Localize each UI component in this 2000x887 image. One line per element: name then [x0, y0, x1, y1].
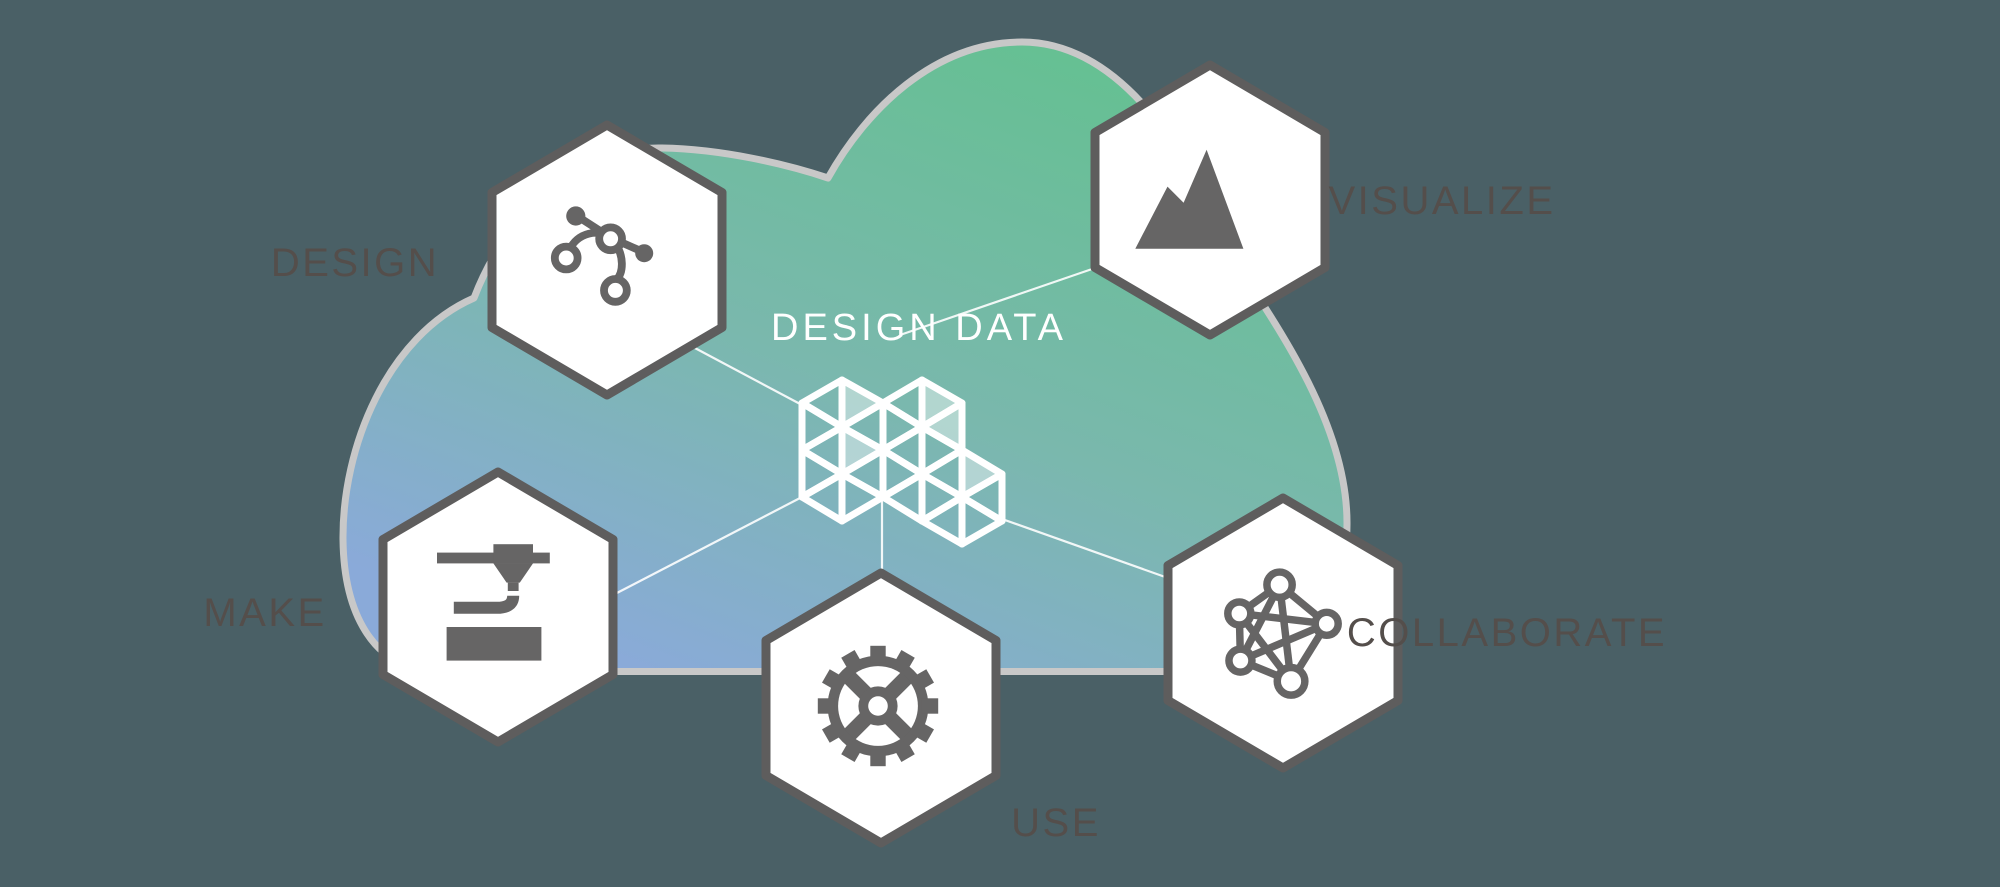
label-visualize: VISUALIZE: [1328, 179, 1555, 223]
design-data-logo: [798, 376, 1006, 548]
bezier-curve-icon: [550, 206, 654, 306]
hexagon-collaborate: [1163, 493, 1403, 773]
label-make: MAKE: [203, 591, 326, 635]
connector-line-make: [612, 496, 803, 596]
mountain-chart-icon: [1135, 149, 1244, 249]
label-design: DESIGN: [271, 241, 439, 285]
connector-line-visualize: [899, 266, 1096, 337]
hexagon-design: [487, 120, 727, 400]
hexagon-make: [378, 467, 618, 747]
connector-line-collaborate: [1001, 517, 1169, 580]
network-graph-icon: [1224, 568, 1342, 699]
center-title: DESIGN DATA: [771, 307, 1067, 349]
hexagon-use: [761, 568, 1001, 848]
gear-icon: [817, 645, 939, 767]
connector-line-design: [692, 346, 803, 406]
label-use: USE: [1011, 801, 1101, 845]
hexagon-visualize: [1090, 60, 1330, 340]
label-collaborate: COLLABORATE: [1347, 611, 1667, 655]
